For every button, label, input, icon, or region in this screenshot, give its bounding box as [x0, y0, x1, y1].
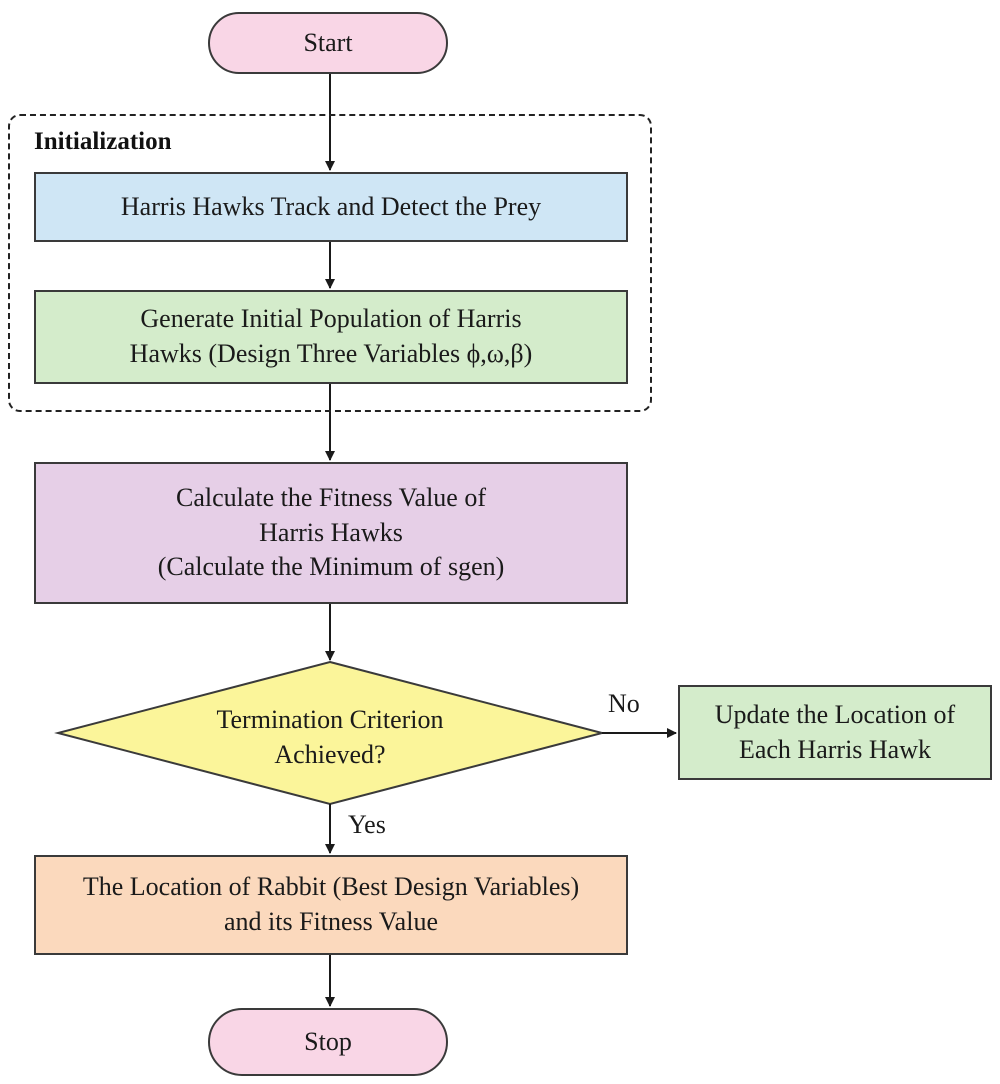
track-detect-prey-box: Harris Hawks Track and Detect the Prey [34, 172, 628, 242]
calculate-fitness-box: Calculate the Fitness Value of Harris Ha… [34, 462, 628, 604]
rabbit-location-result-box: The Location of Rabbit (Best Design Vari… [34, 855, 628, 955]
update-label-line-2: Each Harris Hawk [738, 734, 931, 764]
no-edge-label: No [608, 689, 640, 718]
stop-terminal: Stop [208, 1008, 448, 1076]
decision-label-line-2: Achieved? [274, 740, 386, 770]
update-label-line-1: Update the Location of [714, 699, 956, 729]
start-terminal: Start [208, 12, 448, 74]
generate-label-line-2: Hawks (Design Three Variables ϕ,ω,β) [129, 339, 533, 368]
decision-label: Termination Criterion Achieved? [170, 702, 490, 772]
track-label: Harris Hawks Track and Detect the Prey [120, 191, 542, 221]
start-label: Start [303, 27, 353, 57]
yes-edge-label: Yes [348, 810, 386, 839]
fitness-label-line-3: (Calculate the Minimum of sgen) [157, 552, 505, 582]
result-label-line-2: and its Fitness Value [223, 907, 438, 936]
fitness-label-line-1: Calculate the Fitness Value of [175, 483, 486, 513]
fitness-label-line-2: Harris Hawks [259, 517, 403, 547]
initialization-title: Initialization [34, 128, 172, 155]
update-location-box: Update the Location of Each Harris Hawk [678, 685, 992, 780]
generate-population-box: Generate Initial Population of Harris Ha… [34, 290, 628, 384]
decision-label-line-1: Termination Criterion [216, 705, 444, 734]
stop-label: Stop [304, 1026, 352, 1056]
result-label-line-1: The Location of Rabbit (Best Design Vari… [82, 872, 580, 902]
initialization-group [8, 114, 652, 412]
generate-label-line-1: Generate Initial Population of Harris [140, 304, 522, 334]
